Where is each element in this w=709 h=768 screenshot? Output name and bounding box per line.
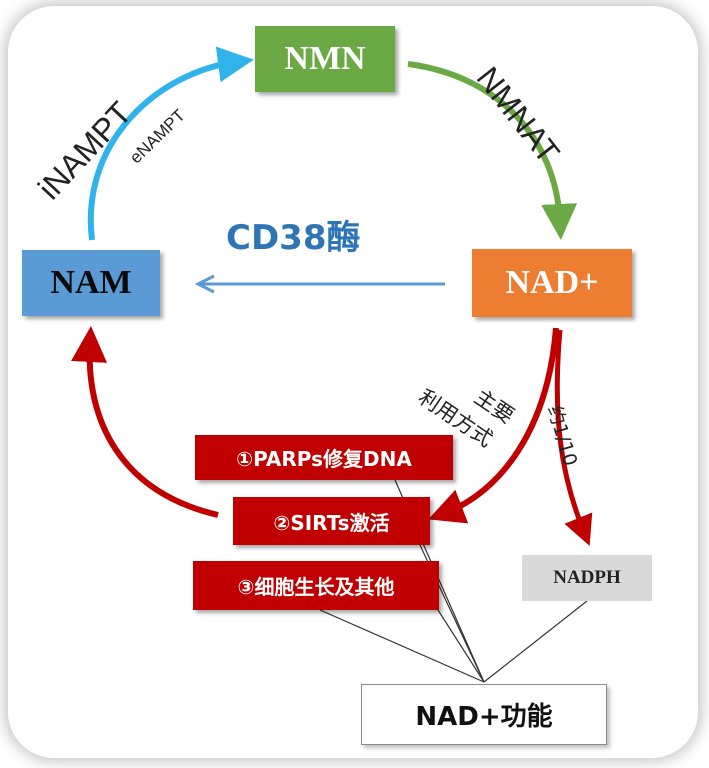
nam-label: NAM: [50, 264, 132, 301]
nadplus-node: NAD+: [472, 249, 632, 317]
nmn-label: NMN: [284, 40, 366, 77]
use-growth-label: ③细胞生长及其他: [237, 575, 395, 599]
cd38-arrowhead: [194, 274, 215, 294]
nam-node: NAM: [22, 250, 160, 316]
nam-to-nmn-arrow: [87, 46, 254, 241]
uses-to-nam-arrow: [71, 326, 219, 518]
nadplus-to-nadph-arrow: [554, 329, 593, 546]
use-sirts-label: ②SIRTs激活: [273, 510, 390, 535]
use-growth-box: ③细胞生长及其他: [193, 561, 439, 610]
nadph-label: NADPH: [553, 567, 621, 588]
nadph-node: NADPH: [522, 555, 652, 601]
use-parps-label: ①PARPs修复DNA: [236, 447, 412, 471]
nad-function-label: NAD+功能: [415, 702, 553, 732]
use-sirts-box: ②SIRTs激活: [233, 497, 430, 545]
nadplus-to-uses-arrow: [428, 327, 559, 524]
nadplus-label: NAD+: [505, 264, 599, 301]
nmn-to-nadplus-arrow: [407, 61, 578, 240]
nad-function-node: NAD+功能: [361, 684, 607, 745]
nmn-node: NMN: [255, 26, 395, 92]
use-parps-box: ①PARPs修复DNA: [195, 435, 453, 480]
cd38-label: CD38酶: [226, 218, 361, 258]
